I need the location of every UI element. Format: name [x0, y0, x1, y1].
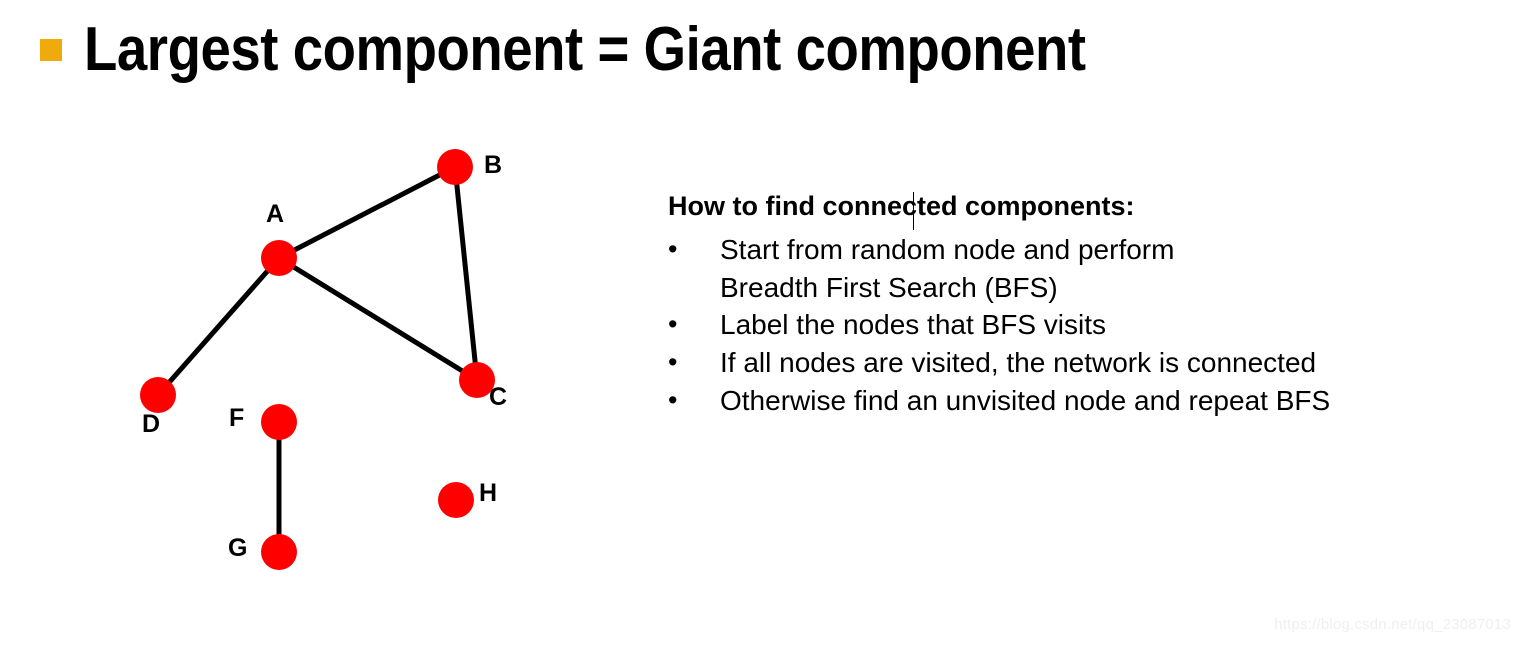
graph-node-label-d: D — [142, 410, 161, 438]
graph-node-a[interactable] — [261, 240, 297, 276]
slide-title-row: Largest component = Giant component — [0, 0, 1523, 100]
title-bullet-square-icon — [40, 39, 62, 61]
page-title: Largest component = Giant component — [84, 15, 1086, 84]
graph-node-h[interactable] — [438, 482, 474, 518]
graph-node-label-g: G — [228, 534, 248, 562]
list-item: • Otherwise find an unvisited node and r… — [668, 382, 1523, 420]
bullet-dot-icon: • — [668, 309, 678, 340]
list-item: • Label the nodes that BFS visits — [668, 306, 1523, 344]
list-item-continuation: Breadth First Search (BFS) — [720, 271, 1058, 303]
graph-edge-b-c — [452, 166, 480, 381]
graph-node-b[interactable] — [437, 149, 473, 185]
graph-node-label-a: A — [266, 200, 285, 228]
graph-nodes — [140, 149, 495, 570]
graph-node-label-h: H — [479, 479, 498, 507]
bullet-dot-icon: • — [668, 384, 678, 415]
text-cursor-caret — [913, 192, 914, 230]
graph-node-f[interactable] — [261, 404, 297, 440]
list-item-text-editing[interactable]: If all nodes are visited, the network is… — [720, 347, 1317, 379]
graph-node-label-c: C — [489, 383, 508, 411]
graph-node-label-b: B — [484, 151, 503, 179]
graph-edge-a-d — [156, 256, 281, 397]
graph-node-g[interactable] — [261, 534, 297, 570]
list-item-text: Otherwise find an unvisited node and rep… — [720, 384, 1331, 416]
graph-edges — [156, 164, 480, 552]
graph-node-label-f: F — [229, 404, 245, 432]
list-item-text: Label the nodes that BFS visits — [720, 309, 1106, 341]
graph-diagram: A B C D F G H — [0, 110, 640, 610]
graph-svg — [140, 149, 495, 570]
graph-edge-a-b — [277, 164, 457, 261]
graph-node-c[interactable] — [459, 362, 495, 398]
instructions-panel: How to find connected components: • Star… — [668, 190, 1523, 420]
graph-edge-a-c — [277, 255, 479, 383]
list-item: • If all nodes are visited, the network … — [668, 192, 1523, 382]
list-item-text: Start from random node and perform — [720, 233, 1175, 265]
bullet-dot-icon: • — [668, 233, 678, 264]
list-item: • Start from random node and perform — [668, 231, 1523, 269]
instructions-heading: How to find connected components: — [668, 191, 1135, 221]
bullet-dot-icon: • — [668, 347, 678, 378]
graph-node-d[interactable] — [140, 377, 176, 413]
watermark-text: https://blog.csdn.net/qq_23087013 — [1274, 616, 1511, 633]
